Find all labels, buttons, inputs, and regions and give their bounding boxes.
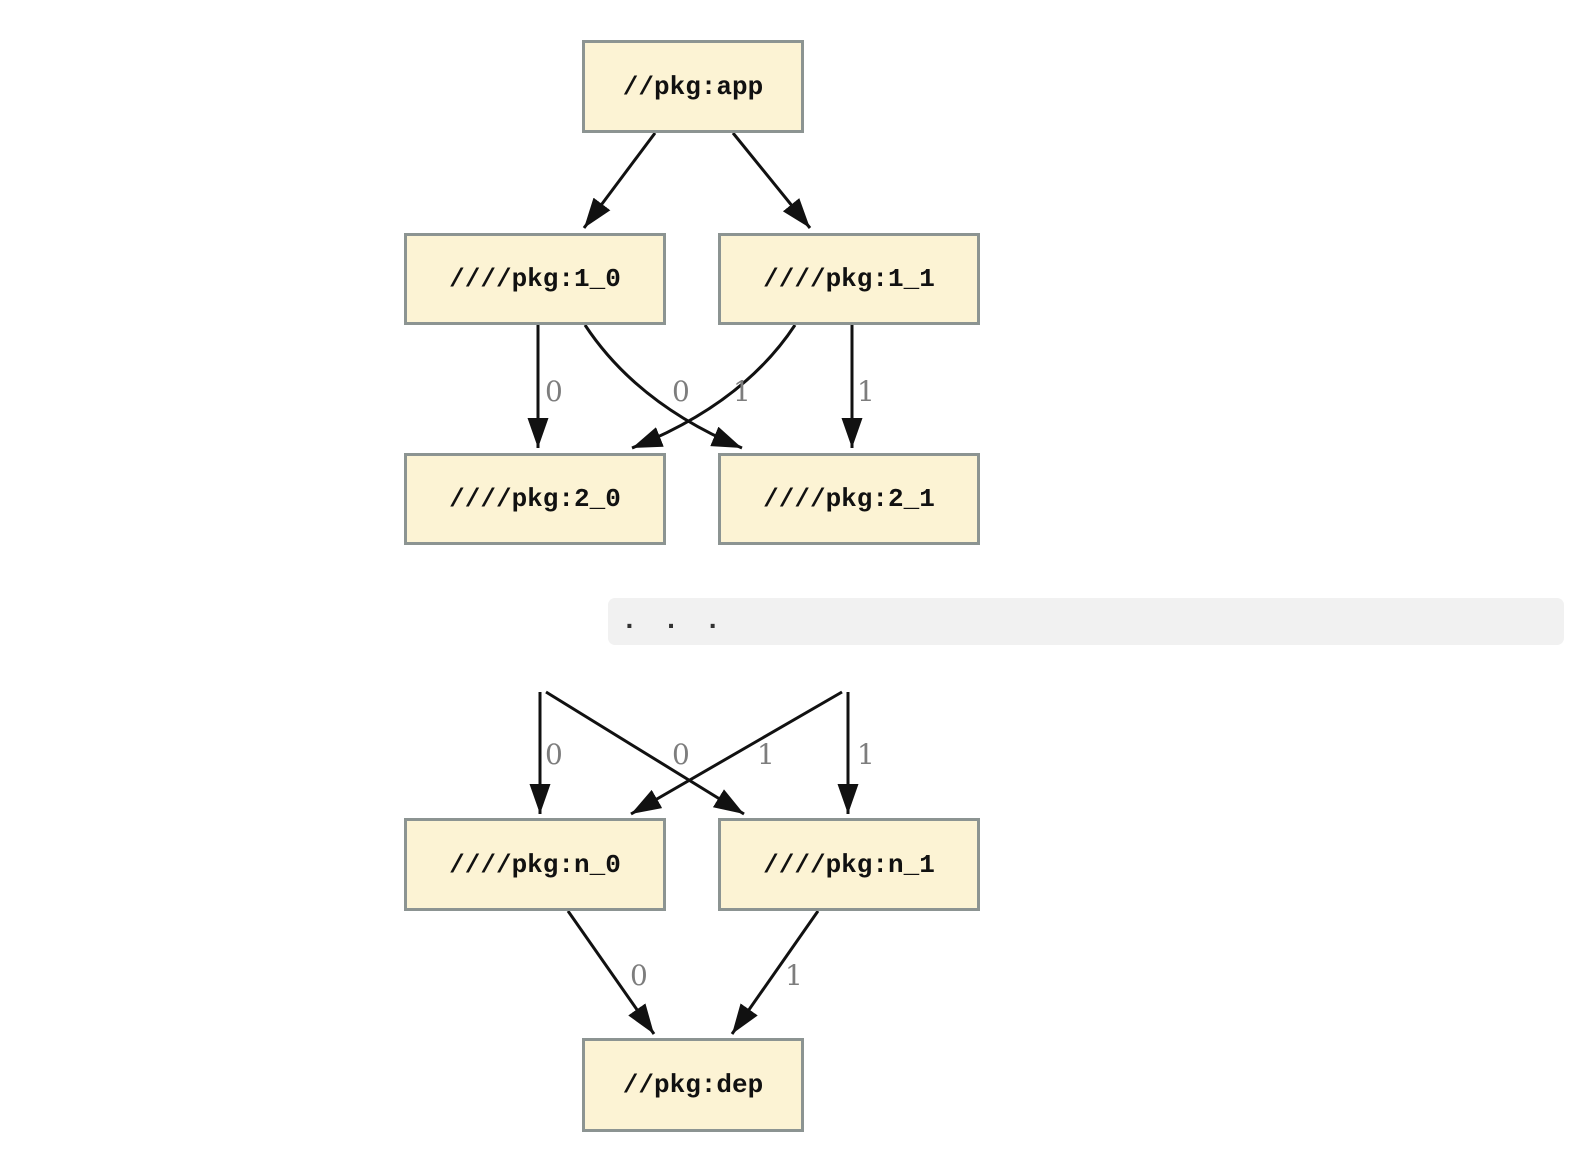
edge-ellipsis-to-n_1-cross: [545, 690, 745, 816]
node-pkg-app: //pkg:app: [582, 40, 804, 133]
edge-app-to-1_1: [731, 132, 812, 229]
node-pkg-n_0-label: ////pkg:n_0: [449, 849, 621, 880]
edge-label-n_1-dep: 1: [785, 959, 803, 992]
edge-label-ellipsis-n_0-cross: 0: [672, 738, 690, 771]
node-pkg-n_0: ////pkg:n_0: [404, 818, 666, 911]
edge-ellipsis-to-n_0-cross: [630, 690, 843, 816]
edge-label-ellipsis-n_1-cross: 1: [757, 738, 775, 771]
node-pkg-n_1-label: ////pkg:n_1: [763, 849, 935, 880]
edge-label-1_0-2_1: 1: [733, 375, 751, 408]
node-pkg-1_1: ////pkg:1_1: [718, 233, 980, 325]
edge-label-n_0-dep: 0: [630, 959, 648, 992]
node-pkg-app-label: //pkg:app: [622, 71, 764, 102]
node-pkg-1_0: ////pkg:1_0: [404, 233, 666, 325]
ellipsis-text: . . .: [621, 606, 722, 637]
edge-label-1_1-2_1: 1: [857, 375, 875, 408]
edge-n_0-to-dep: [566, 910, 656, 1035]
node-pkg-n_1: ////pkg:n_1: [718, 818, 980, 911]
node-pkg-dep-label: //pkg:dep: [622, 1070, 764, 1100]
edge-label-1_1-2_0: 0: [672, 375, 690, 408]
edge-label-ellipsis-n_0-vertical: 0: [545, 738, 563, 771]
node-pkg-1_1-label: ////pkg:1_1: [763, 264, 935, 294]
edge-label-1_0-2_0: 0: [545, 375, 563, 408]
edge-n_1-to-dep: [730, 910, 820, 1035]
edge-1_1-to-2_0: [631, 324, 797, 450]
node-pkg-2_1-label: ////pkg:2_1: [763, 484, 935, 514]
edge-app-to-1_0: [582, 132, 657, 229]
node-pkg-dep: //pkg:dep: [582, 1038, 804, 1132]
edge-label-ellipsis-n_1-vertical: 1: [857, 738, 875, 771]
node-pkg-2_1: ////pkg:2_1: [718, 453, 980, 545]
ellipsis-bar: . . .: [608, 598, 1564, 645]
node-pkg-2_0-label: ////pkg:2_0: [449, 484, 621, 514]
edge-1_0-to-2_1: [583, 324, 743, 450]
node-pkg-2_0: ////pkg:2_0: [404, 453, 666, 545]
node-pkg-1_0-label: ////pkg:1_0: [449, 264, 621, 294]
